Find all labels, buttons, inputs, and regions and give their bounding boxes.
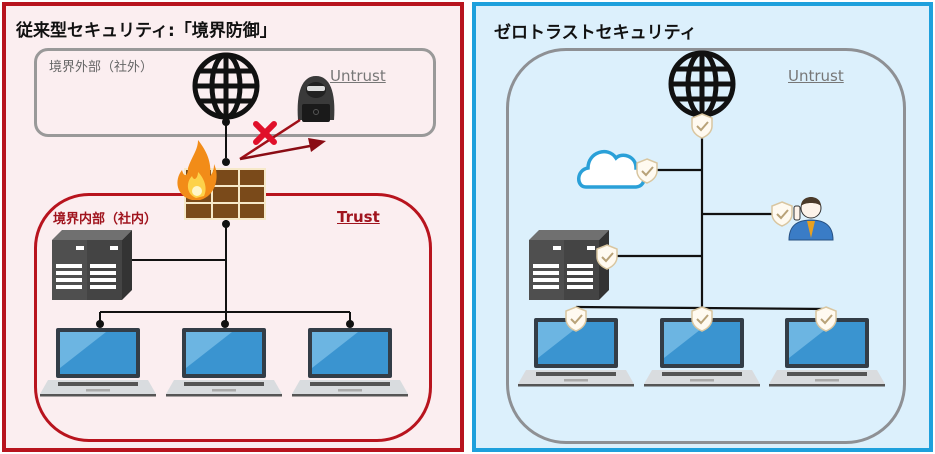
shield-check-icon bbox=[771, 201, 793, 227]
outside-zone: 境界外部（社外） Untrust bbox=[34, 48, 436, 137]
blocked-x-icon bbox=[253, 121, 277, 145]
outside-zone-label: 境界外部（社外） bbox=[49, 60, 154, 75]
laptop-icon bbox=[40, 328, 156, 397]
zero-trust-zone: Untrust bbox=[506, 48, 906, 444]
shield-check-icon bbox=[565, 306, 587, 332]
untrust-label: Untrust bbox=[788, 67, 844, 85]
shield-check-icon bbox=[596, 244, 618, 270]
trust-label: Trust bbox=[337, 208, 380, 226]
fire-icon bbox=[177, 140, 217, 200]
globe-icon bbox=[195, 55, 257, 117]
globe-icon bbox=[671, 53, 733, 115]
hacker-icon bbox=[297, 76, 335, 122]
laptop-icon bbox=[166, 328, 282, 397]
server-icon bbox=[529, 230, 609, 300]
shield-check-icon bbox=[691, 113, 713, 139]
perimeter-defense-title: 従来型セキュリティ:「境界防御」 bbox=[16, 21, 277, 41]
shield-check-icon bbox=[691, 306, 713, 332]
inside-zone-label: 境界内部（社内） bbox=[53, 212, 158, 227]
cloud-icon bbox=[577, 149, 646, 189]
user-icon bbox=[788, 197, 834, 241]
laptop-icon bbox=[292, 328, 408, 397]
shield-check-icon bbox=[815, 306, 837, 332]
shield-check-icon bbox=[636, 158, 658, 184]
untrust-label: Untrust bbox=[330, 67, 386, 85]
attack-arrow-icon bbox=[239, 118, 326, 161]
zero-trust-title: ゼロトラストセキュリティ bbox=[494, 23, 697, 43]
server-icon bbox=[52, 230, 132, 300]
